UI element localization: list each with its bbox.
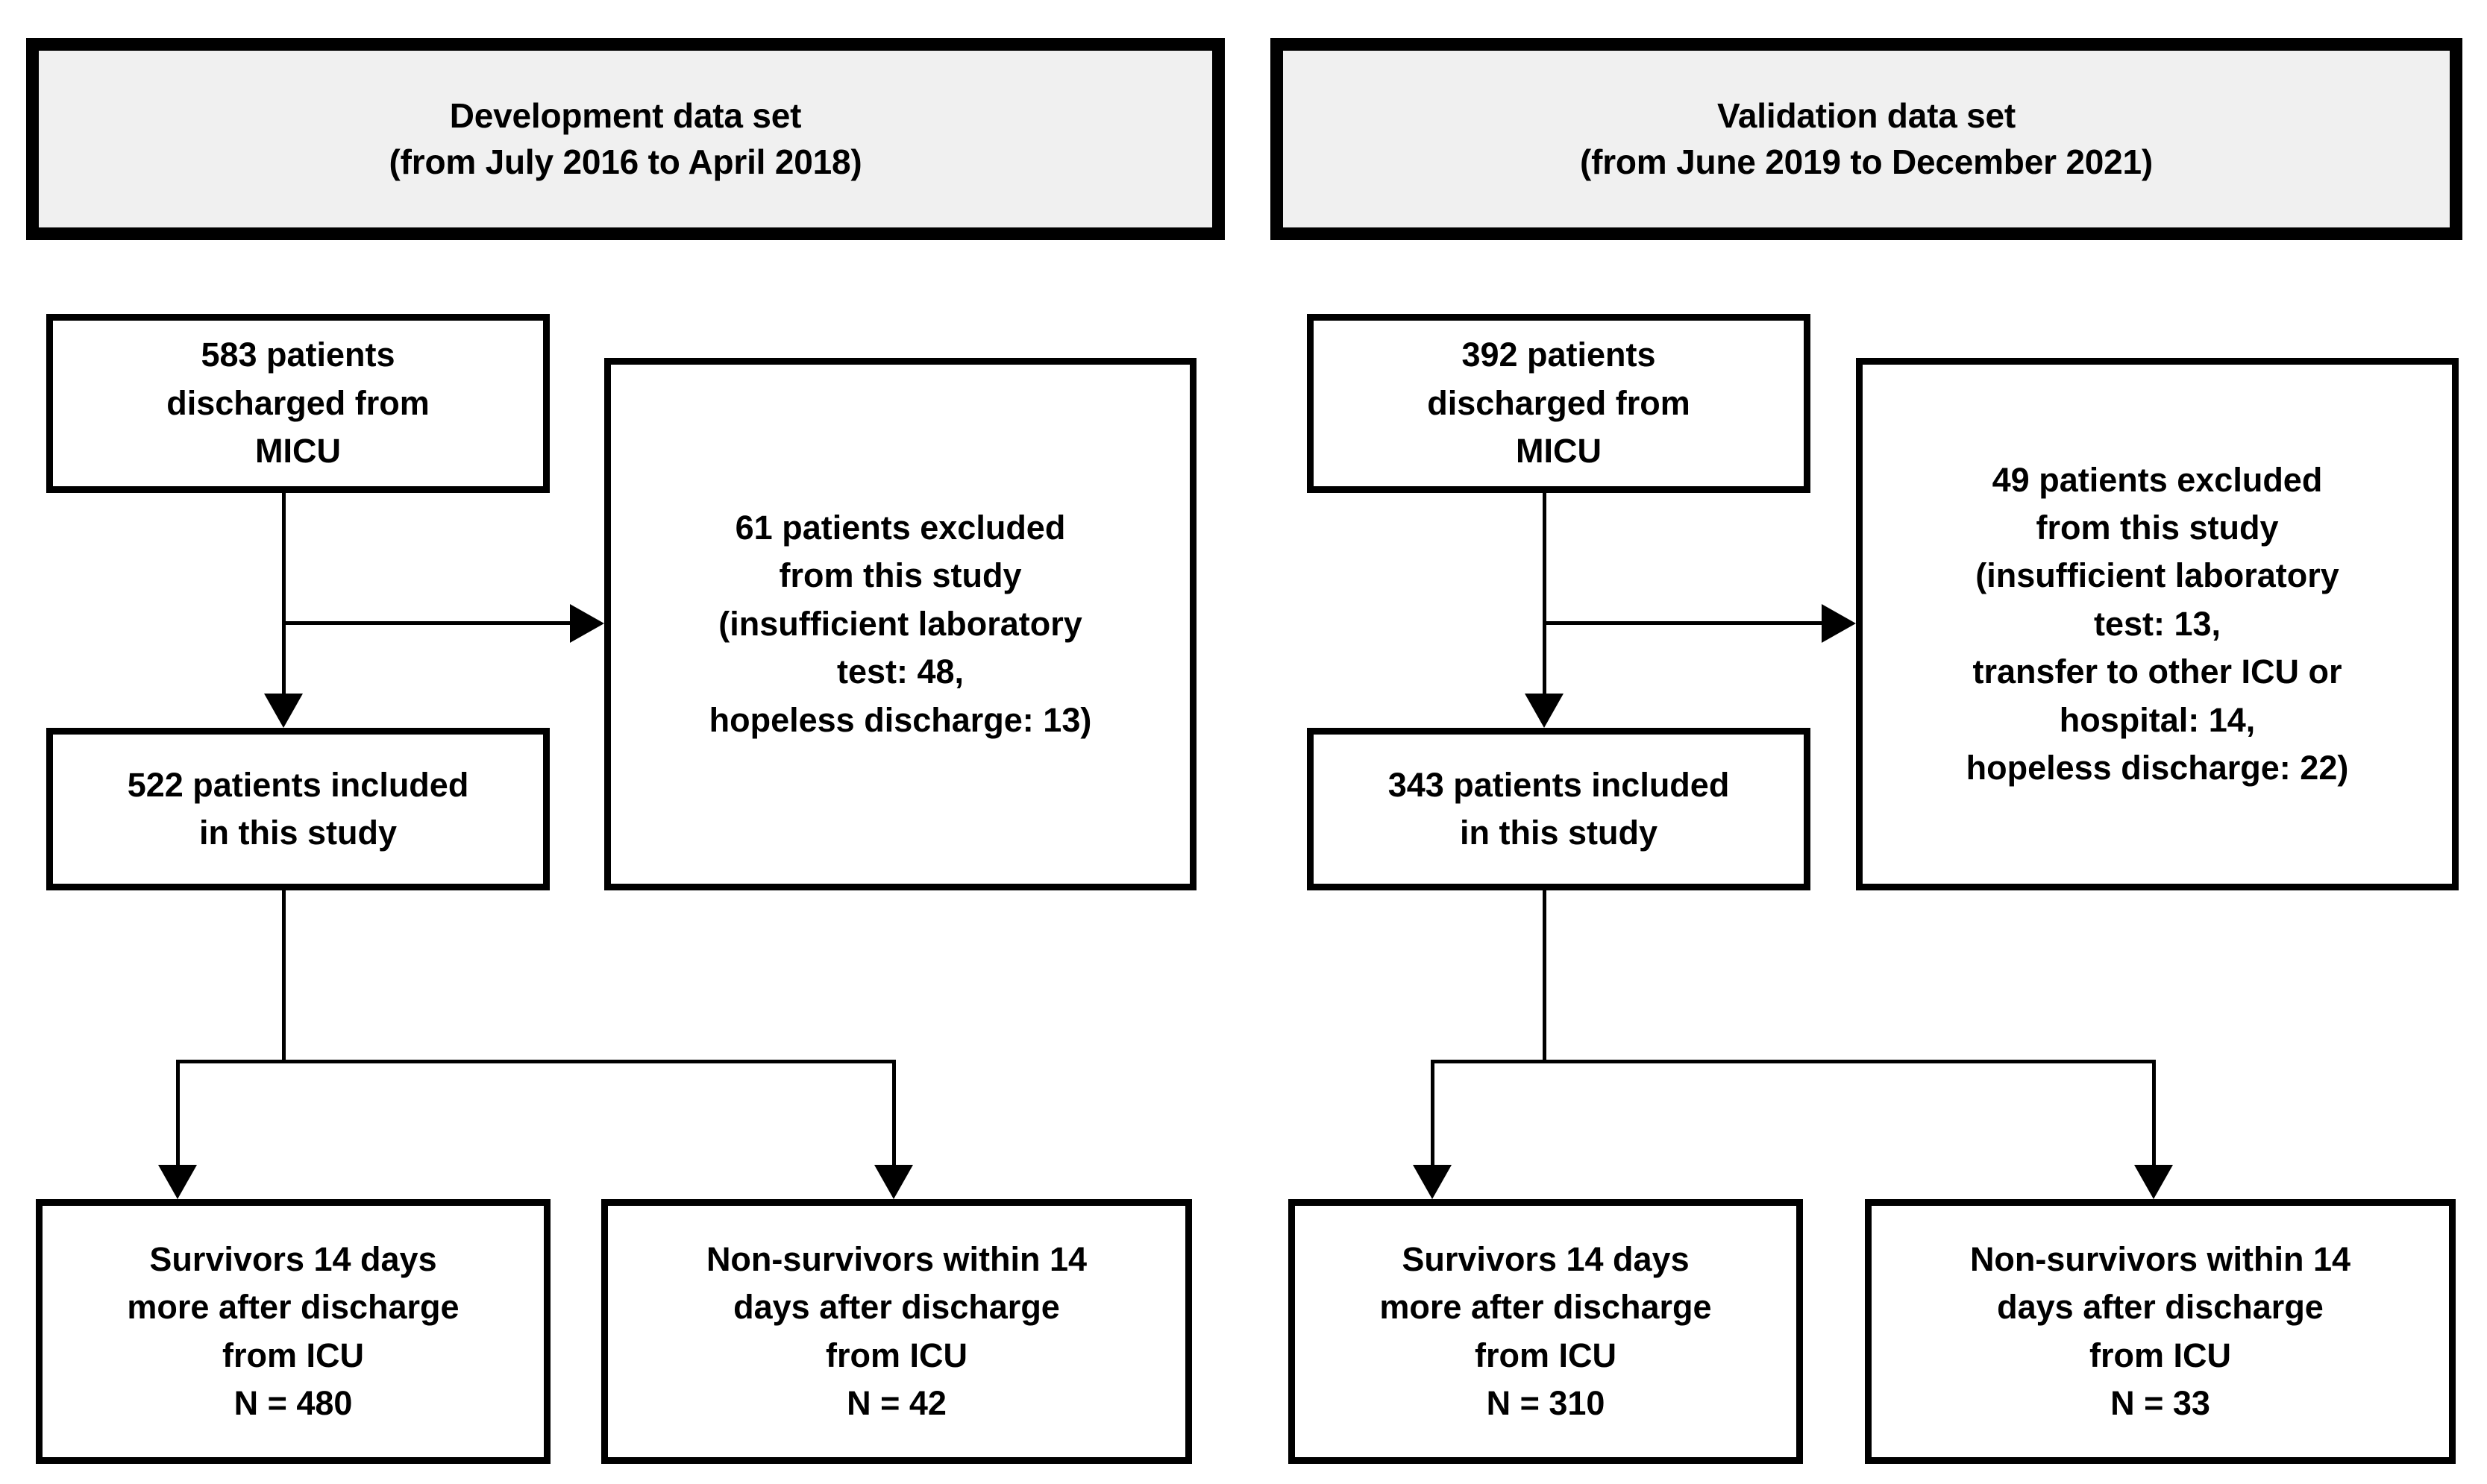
excluded-line-2: from this study — [2036, 509, 2279, 547]
arrow-source-to-included-validation — [1525, 694, 1564, 728]
excluded-line-6: hospital: 14, — [2059, 700, 2256, 739]
outcome-line-3: from ICU — [2089, 1336, 2231, 1374]
branch-right-validation — [2152, 1060, 2156, 1172]
excluded-line-1: 49 patients excluded — [1992, 460, 2323, 499]
source-line-2: discharged from — [166, 383, 430, 422]
outcome-line-1: Non-survivors within 14 — [1969, 1239, 2351, 1278]
header-title-validation: Validation data set — [1716, 95, 2016, 135]
included-box-validation: 343 patients included in this study — [1307, 728, 1810, 890]
outcome-line-4: N = 33 — [2110, 1383, 2210, 1422]
outcome-survivors-box-validation: Survivors 14 days more after discharge f… — [1288, 1199, 1803, 1464]
excluded-line-7: hopeless discharge: 22) — [1966, 748, 2349, 787]
excluded-line-5: hopeless discharge: 13) — [709, 700, 1092, 739]
branch-left-validation — [1431, 1060, 1434, 1172]
source-box-development: 583 patients discharged from MICU — [46, 314, 550, 493]
excluded-line-3: (insufficient laboratory — [1975, 556, 2339, 595]
header-box-validation: Validation data set (from June 2019 to D… — [1270, 38, 2462, 240]
excluded-box-development: 61 patients excluded from this study (in… — [604, 358, 1197, 890]
included-line-2: in this study — [1459, 814, 1658, 852]
outcome-line-1: Non-survivors within 14 — [706, 1239, 1088, 1278]
connector-source-to-included-validation — [1543, 493, 1546, 698]
split-bar-development — [176, 1060, 896, 1063]
source-box-validation: 392 patients discharged from MICU — [1307, 314, 1810, 493]
excluded-line-1: 61 patients excluded — [735, 509, 1066, 547]
arrow-to-survivors-validation — [1413, 1165, 1452, 1199]
header-box-development: Development data set (from July 2016 to … — [26, 38, 1225, 240]
outcome-line-4: N = 480 — [233, 1383, 353, 1422]
connector-source-to-excluded-development — [282, 621, 573, 625]
outcome-line-2: more after discharge — [127, 1288, 460, 1327]
arrow-source-to-excluded-development — [570, 604, 604, 643]
outcome-line-1: Survivors 14 days — [149, 1239, 437, 1278]
header-title-development: Development data set — [449, 95, 802, 135]
connector-source-to-excluded-validation — [1543, 621, 1825, 625]
excluded-line-2: from this study — [779, 556, 1022, 595]
excluded-line-4: test: 48, — [836, 653, 965, 691]
included-box-development: 522 patients included in this study — [46, 728, 550, 890]
arrow-source-to-included-development — [264, 694, 303, 728]
excluded-line-5: transfer to other ICU or — [1972, 653, 2342, 691]
source-line-3: MICU — [1516, 432, 1602, 471]
arrow-to-survivors-development — [158, 1165, 197, 1199]
outcome-line-2: days after discharge — [1997, 1288, 2324, 1327]
outcome-nonsurvivors-box-validation: Non-survivors within 14 days after disch… — [1865, 1199, 2456, 1464]
outcome-line-4: N = 42 — [847, 1383, 947, 1422]
arrow-to-nonsurvivors-development — [874, 1165, 913, 1199]
included-line-1: 522 patients included — [127, 765, 469, 804]
outcome-line-4: N = 310 — [1486, 1383, 1605, 1422]
outcome-line-1: Survivors 14 days — [1402, 1239, 1690, 1278]
header-subtitle-development: (from July 2016 to April 2018) — [389, 142, 862, 181]
arrow-to-nonsurvivors-validation — [2134, 1165, 2173, 1199]
connector-included-to-split-validation — [1543, 890, 1546, 1063]
excluded-line-4: test: 13, — [2093, 604, 2221, 643]
outcome-nonsurvivors-box-development: Non-survivors within 14 days after disch… — [601, 1199, 1192, 1464]
source-line-1: 392 patients — [1461, 336, 1656, 374]
included-line-2: in this study — [198, 814, 397, 852]
arrow-source-to-excluded-validation — [1822, 604, 1856, 643]
branch-left-development — [176, 1060, 180, 1172]
source-line-3: MICU — [255, 432, 341, 471]
connector-source-to-included-development — [282, 493, 286, 698]
excluded-box-validation: 49 patients excluded from this study (in… — [1856, 358, 2459, 890]
outcome-survivors-box-development: Survivors 14 days more after discharge f… — [36, 1199, 551, 1464]
branch-right-development — [892, 1060, 896, 1172]
outcome-line-2: days after discharge — [733, 1288, 1060, 1327]
outcome-line-2: more after discharge — [1379, 1288, 1712, 1327]
source-line-1: 583 patients — [201, 336, 395, 374]
source-line-2: discharged from — [1427, 383, 1690, 422]
outcome-line-3: from ICU — [826, 1336, 967, 1374]
outcome-line-3: from ICU — [222, 1336, 364, 1374]
excluded-line-3: (insufficient laboratory — [718, 604, 1082, 643]
connector-included-to-split-development — [282, 890, 286, 1063]
outcome-line-3: from ICU — [1475, 1336, 1616, 1374]
split-bar-validation — [1431, 1060, 2156, 1063]
header-subtitle-validation: (from June 2019 to December 2021) — [1579, 142, 2154, 181]
included-line-1: 343 patients included — [1387, 765, 1730, 804]
